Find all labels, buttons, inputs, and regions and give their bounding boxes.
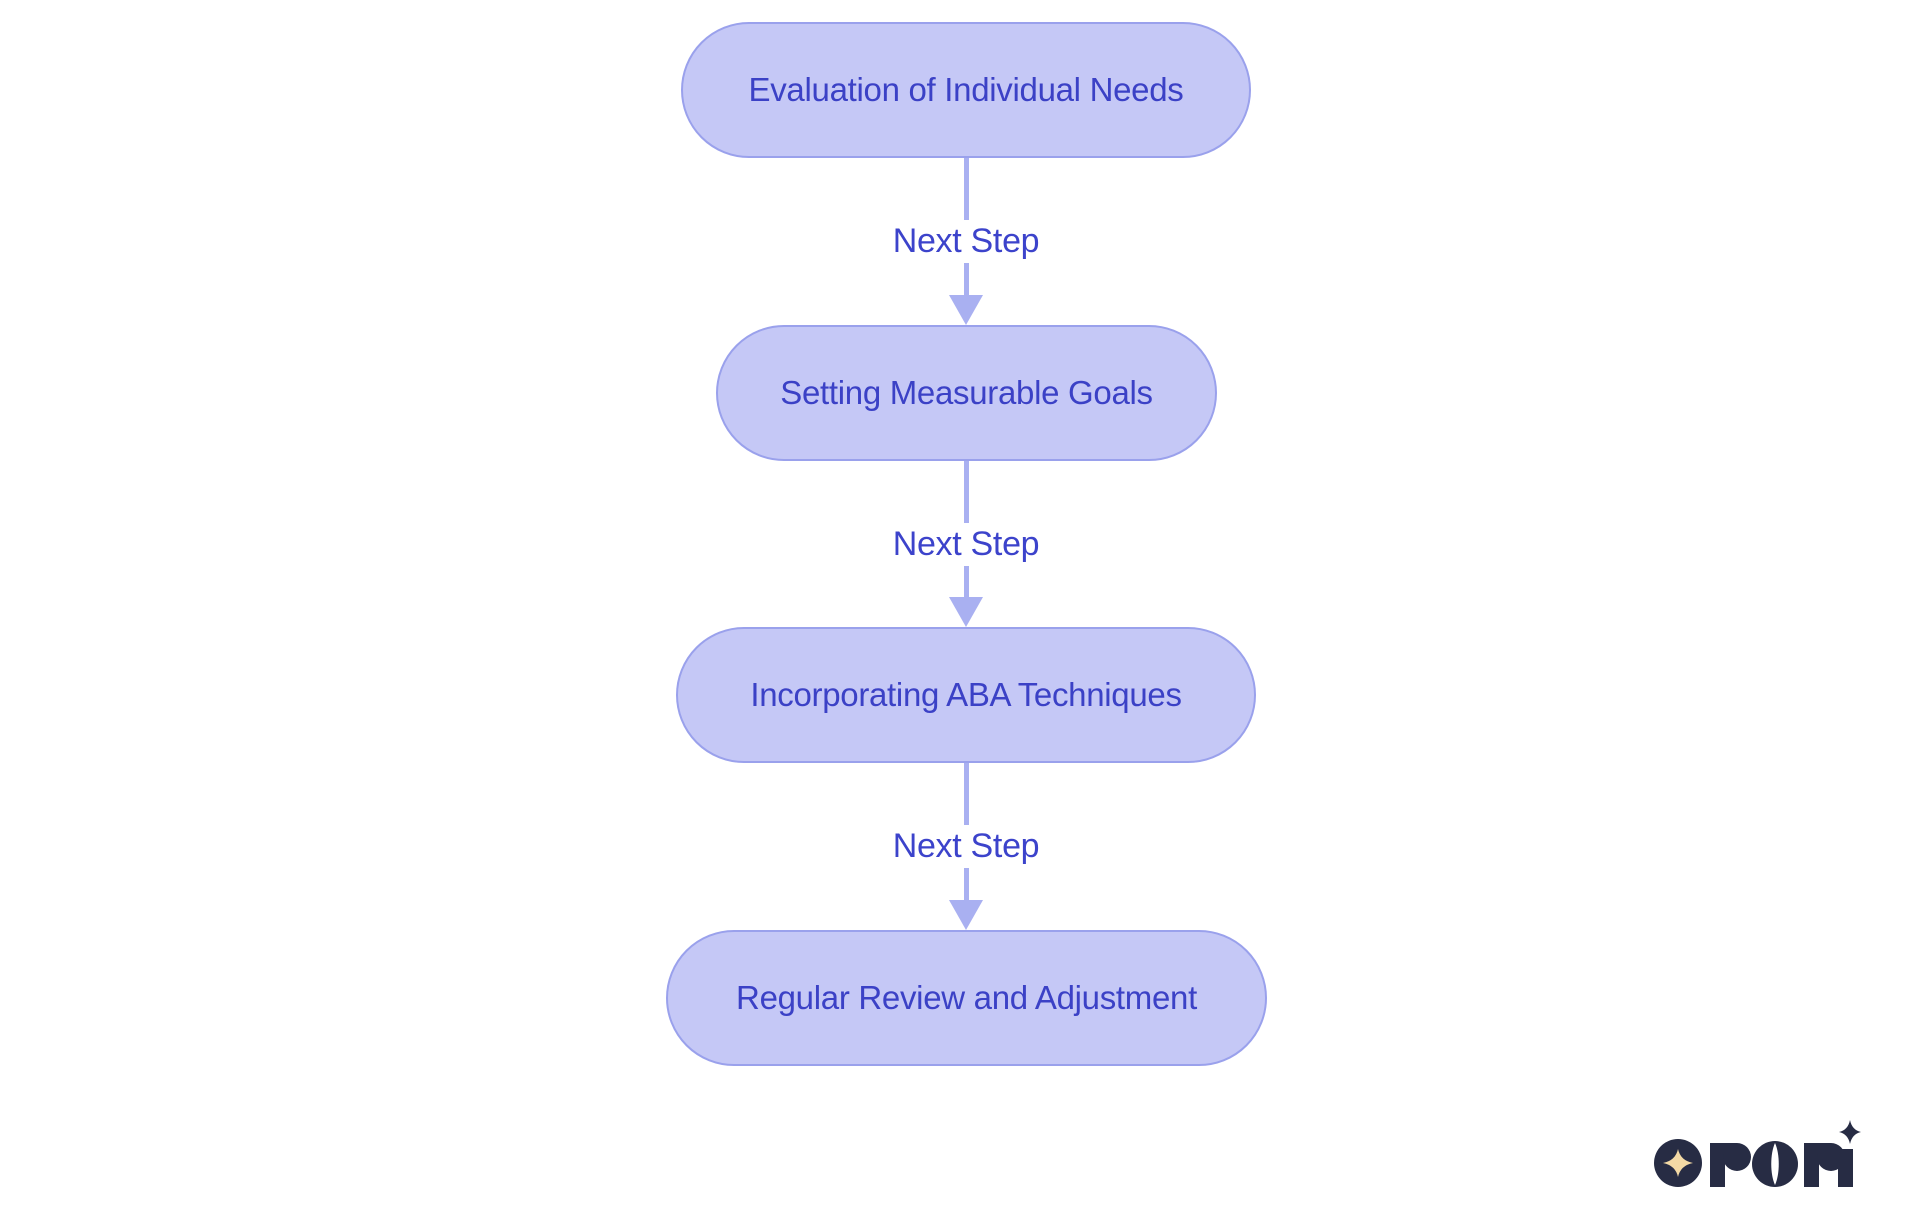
flow-node-evaluation: Evaluation of Individual Needs — [681, 22, 1251, 158]
flow-edge-2: Next Step — [866, 461, 1066, 627]
sparkle-badge-icon — [1654, 1139, 1702, 1187]
arrow-down-icon — [949, 597, 983, 627]
edge-label: Next Step — [882, 220, 1050, 263]
arrow-down-icon — [949, 900, 983, 930]
rori-wordmark — [1654, 1120, 1861, 1187]
flow-node-goals: Setting Measurable Goals — [716, 325, 1217, 461]
flow-node-review: Regular Review and Adjustment — [666, 930, 1267, 1066]
letter-o — [1752, 1141, 1798, 1187]
flow-node-aba-techniques: Incorporating ABA Techniques — [676, 627, 1256, 763]
rori-logo — [1652, 1118, 1862, 1196]
flow-edge-3: Next Step — [866, 763, 1066, 930]
edge-label: Next Step — [882, 825, 1050, 868]
flow-edge-1: Next Step — [866, 158, 1066, 325]
letter-r — [1710, 1143, 1751, 1187]
edge-label: Next Step — [882, 522, 1050, 566]
arrow-down-icon — [949, 295, 983, 325]
letter-i — [1838, 1120, 1861, 1187]
